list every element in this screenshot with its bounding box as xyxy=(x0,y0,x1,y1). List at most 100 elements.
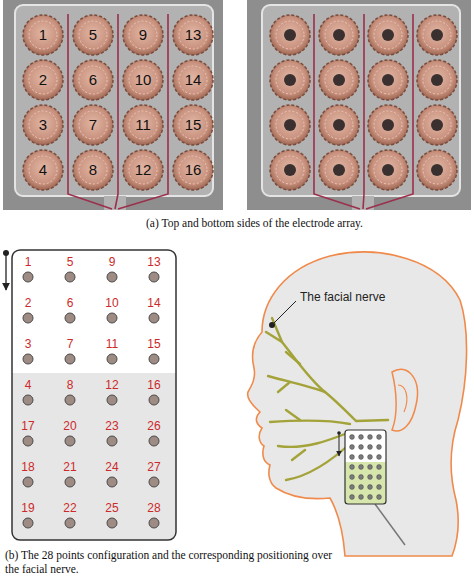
electrode xyxy=(368,105,408,145)
point xyxy=(377,445,382,450)
point xyxy=(107,313,117,323)
point-number: 22 xyxy=(63,502,76,516)
point xyxy=(23,477,33,487)
nerve-branch xyxy=(286,440,354,480)
point-number: 4 xyxy=(25,379,32,393)
electrode xyxy=(173,150,213,190)
ear-outline xyxy=(392,369,417,431)
electrode xyxy=(123,150,163,190)
nerve-trunk xyxy=(356,420,388,421)
electrode-number: 7 xyxy=(89,116,97,133)
point xyxy=(359,455,364,460)
array-shaded xyxy=(345,462,386,504)
electrode xyxy=(270,150,310,190)
point xyxy=(350,455,355,460)
electrode xyxy=(23,60,63,100)
point-number: 21 xyxy=(63,461,76,475)
electrode xyxy=(73,150,113,190)
point-number: 14 xyxy=(147,297,160,311)
point xyxy=(107,518,117,528)
point-number: 9 xyxy=(109,256,116,270)
point xyxy=(65,313,75,323)
electrode xyxy=(123,15,163,55)
electrode xyxy=(173,105,213,145)
leader-dot xyxy=(269,322,275,328)
point xyxy=(368,465,373,470)
points-panel xyxy=(3,250,176,540)
point-number: 27 xyxy=(147,461,160,475)
point xyxy=(359,475,364,480)
electrode xyxy=(417,150,457,190)
point xyxy=(23,272,33,282)
electrode xyxy=(417,15,457,55)
electrode-number: 16 xyxy=(185,161,202,178)
point xyxy=(350,475,355,480)
array-overlay xyxy=(345,430,386,504)
electrode xyxy=(23,150,63,190)
electrode xyxy=(417,60,457,100)
point-number: 20 xyxy=(63,420,76,434)
point-number: 10 xyxy=(105,297,118,311)
point-number: 23 xyxy=(105,420,118,434)
electrode-number: 5 xyxy=(89,26,97,43)
electrode-number: 3 xyxy=(39,116,47,133)
point xyxy=(359,485,364,490)
point xyxy=(350,485,355,490)
nerve-branch xyxy=(266,332,356,421)
point-number: 6 xyxy=(67,297,74,311)
point xyxy=(350,435,355,440)
photo-ground xyxy=(247,0,471,210)
point-number: 25 xyxy=(105,502,118,516)
electrode xyxy=(73,105,113,145)
head-outline xyxy=(248,252,467,556)
point-number: 19 xyxy=(21,502,34,516)
point xyxy=(23,436,33,446)
electrode-number: 10 xyxy=(135,71,152,88)
point-number: 8 xyxy=(67,379,74,393)
electrode xyxy=(173,15,213,55)
photo-top xyxy=(3,0,223,210)
direction-arrow xyxy=(5,253,6,290)
electrode xyxy=(270,15,310,55)
electrode xyxy=(319,60,359,100)
point xyxy=(368,495,373,500)
electrode xyxy=(123,60,163,100)
electrode-number: 15 xyxy=(185,116,202,133)
electrode-number: 12 xyxy=(135,161,152,178)
point xyxy=(65,354,75,364)
electrode-number: 4 xyxy=(39,161,47,178)
electrode-number: 6 xyxy=(89,71,97,88)
point xyxy=(107,395,117,405)
electrode-number: 8 xyxy=(89,161,97,178)
point xyxy=(359,495,364,500)
point xyxy=(359,435,364,440)
caption: (b) The 28 points configuration and the … xyxy=(5,548,340,577)
point xyxy=(368,475,373,480)
point xyxy=(350,445,355,450)
electrode xyxy=(270,60,310,100)
point xyxy=(368,445,373,450)
point xyxy=(149,354,159,364)
point-number: 13 xyxy=(147,256,160,270)
point xyxy=(149,518,159,528)
point-number: 18 xyxy=(21,461,34,475)
nerve-branch xyxy=(270,421,350,424)
point xyxy=(23,518,33,528)
point-number: 28 xyxy=(147,502,160,516)
point xyxy=(107,272,117,282)
nerve-label: The facial nerve xyxy=(300,291,385,305)
point xyxy=(377,475,382,480)
point xyxy=(377,455,382,460)
nerve-branch xyxy=(292,450,305,460)
point xyxy=(23,354,33,364)
nerve-branch xyxy=(286,352,300,364)
point-number: 15 xyxy=(147,338,160,352)
point xyxy=(149,395,159,405)
point xyxy=(350,465,355,470)
wire xyxy=(314,14,413,209)
panel-ground xyxy=(12,250,176,540)
point-number: 2 xyxy=(25,297,32,311)
